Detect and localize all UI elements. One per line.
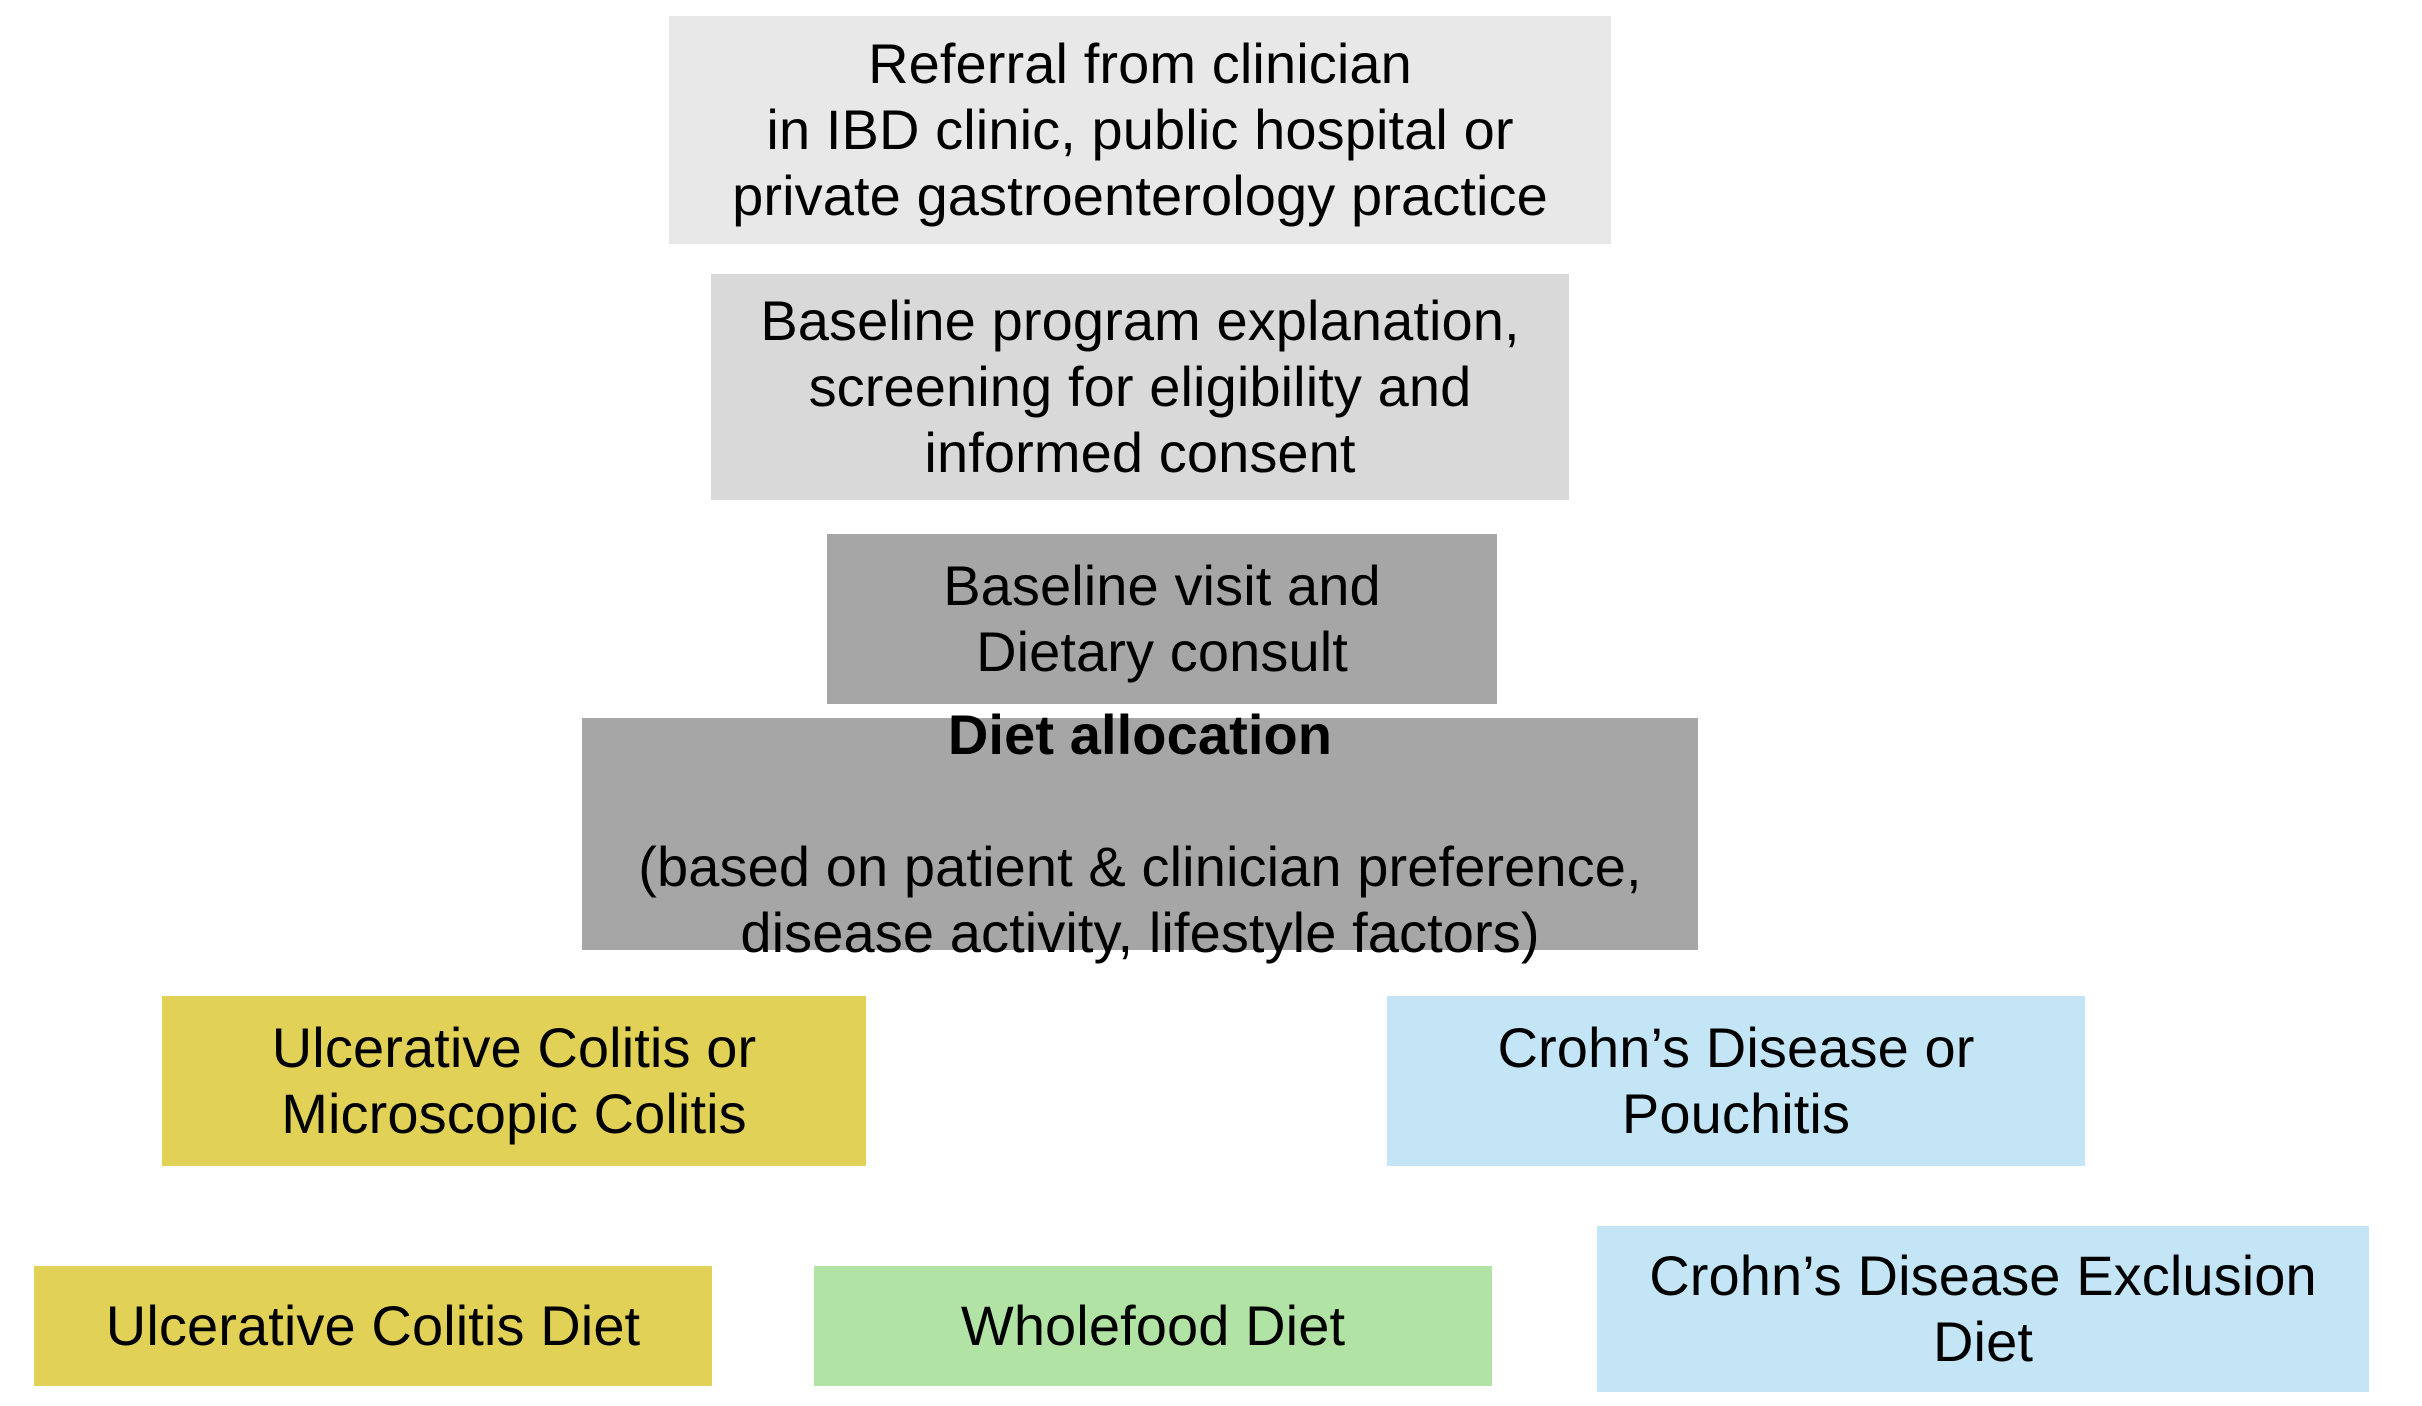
- node-diet-allocation: Diet allocation (based on patient & clin…: [582, 703, 1698, 964]
- node-diet-ulcerative-colitis: Ulcerative Colitis Diet: [34, 1266, 712, 1386]
- node-diet-uc-label: Ulcerative Colitis Diet: [105, 1293, 641, 1357]
- node-referral-from-clinician: Referral from clinician in IBD clinic, p…: [669, 16, 1611, 244]
- node-arm-uc-label: Ulcerative Colitis or Microscopic Coliti…: [271, 1015, 757, 1145]
- node-arm-crohns-disease: Crohn’s Disease or Pouchitis: [1387, 996, 2085, 1166]
- node-baseline-label: Baseline program explanation, screening …: [760, 288, 1520, 485]
- node-arm-ulcerative-colitis: Ulcerative Colitis or Microscopic Coliti…: [162, 996, 866, 1166]
- node-allocation-text: Diet allocation (based on patient & clin…: [592, 636, 1688, 1032]
- node-visit-label: Baseline visit and Dietary consult: [943, 553, 1381, 683]
- node-allocation-title: Diet allocation: [947, 702, 1333, 766]
- node-baseline-program-explanation: Baseline program explanation, screening …: [711, 274, 1569, 500]
- node-diet-cd-label: Crohn’s Disease Exclusion Diet: [1649, 1243, 2317, 1373]
- node-baseline-visit-dietary-consult: Baseline visit and Dietary consult: [827, 534, 1497, 704]
- node-diet-wf-label: Wholefood Diet: [960, 1293, 1346, 1357]
- node-arm-cd-label: Crohn’s Disease or Pouchitis: [1497, 1015, 1975, 1145]
- node-allocation-detail: (based on patient & clinician preference…: [638, 835, 1642, 965]
- node-diet-wholefood: Wholefood Diet: [814, 1266, 1492, 1386]
- node-referral-label: Referral from clinician in IBD clinic, p…: [732, 31, 1548, 228]
- node-diet-crohns-exclusion: Crohn’s Disease Exclusion Diet: [1597, 1226, 2369, 1392]
